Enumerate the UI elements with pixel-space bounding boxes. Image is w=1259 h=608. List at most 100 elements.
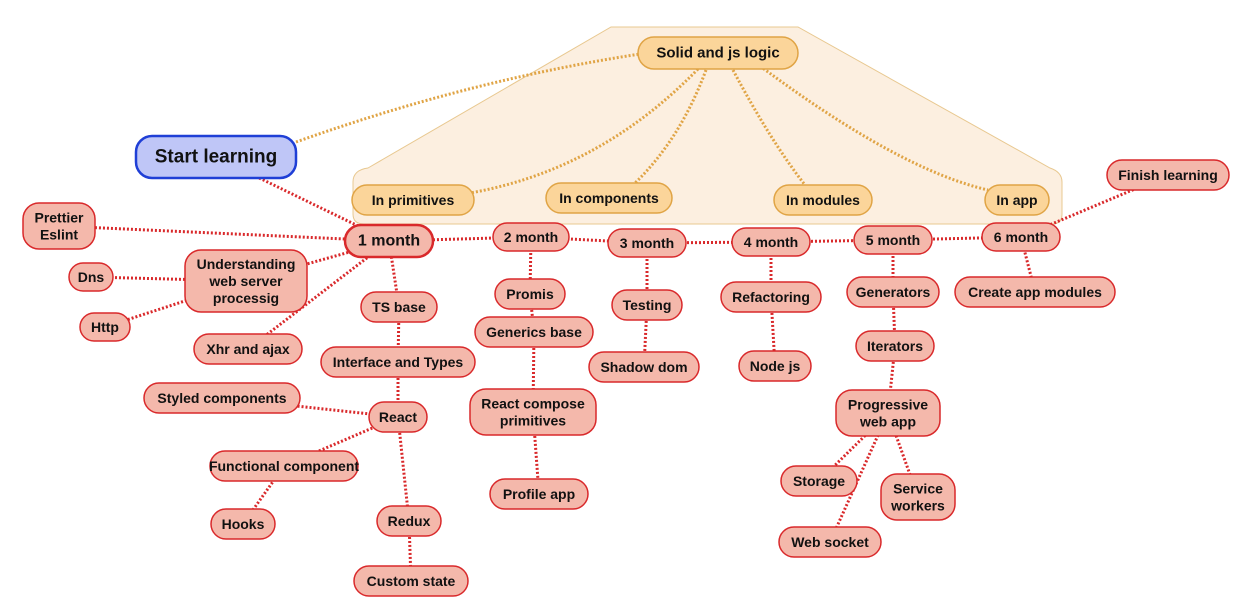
node-custom-state-shape xyxy=(353,565,469,597)
edge-m1-to-ts-base xyxy=(387,240,401,308)
node-pwa-label: web app xyxy=(859,414,916,430)
node-in-app[interactable]: In app xyxy=(984,184,1050,216)
node-storage-label: Storage xyxy=(793,473,845,489)
node-m1[interactable]: 1 month xyxy=(343,223,435,259)
edge-pwa-to-service-workers xyxy=(886,412,920,498)
node-dns[interactable]: Dns xyxy=(68,262,114,292)
node-m4[interactable]: 4 month xyxy=(731,227,811,257)
node-redux-shape xyxy=(376,505,442,537)
node-http-label: Http xyxy=(91,319,119,335)
node-react-compose-label: primitives xyxy=(500,413,566,429)
node-in-primitives[interactable]: In primitives xyxy=(351,184,475,216)
node-interface[interactable]: Interface and Types xyxy=(320,346,476,378)
node-generators-shape xyxy=(846,276,940,308)
node-in-components-shape xyxy=(545,182,673,214)
node-interface-shape xyxy=(320,346,476,378)
node-xhr-label: Xhr and ajax xyxy=(206,341,289,357)
node-in-primitives-label: In primitives xyxy=(372,192,455,208)
node-web-socket-shape xyxy=(778,526,882,558)
node-profile-app-shape xyxy=(489,478,589,510)
node-m2[interactable]: 2 month xyxy=(492,222,570,252)
node-m3[interactable]: 3 month xyxy=(607,228,687,258)
node-iterators-shape xyxy=(855,330,935,362)
node-shadow-dom[interactable]: Shadow dom xyxy=(588,351,700,383)
node-refactoring-label: Refactoring xyxy=(732,289,810,305)
node-m5[interactable]: 5 month xyxy=(853,225,933,255)
node-refactoring[interactable]: Refactoring xyxy=(720,281,822,313)
node-create-app[interactable]: Create app modules xyxy=(954,276,1116,308)
node-prettier-shape xyxy=(22,202,96,250)
node-m1-shape xyxy=(343,223,435,259)
edge-prettier-to-m1 xyxy=(58,224,390,243)
node-functional[interactable]: Functional component xyxy=(209,450,359,482)
node-service-workers-label: Service xyxy=(893,481,943,497)
node-solid-shape xyxy=(637,36,799,70)
node-create-app-shape xyxy=(954,276,1116,308)
node-http[interactable]: Http xyxy=(79,312,131,342)
node-storage[interactable]: Storage xyxy=(780,465,858,497)
node-in-modules-shape xyxy=(773,184,873,216)
node-refactoring-shape xyxy=(720,281,822,313)
node-xhr[interactable]: Xhr and ajax xyxy=(193,333,303,365)
node-in-app-label: In app xyxy=(996,192,1037,208)
node-promis-shape xyxy=(494,278,566,310)
node-profile-app[interactable]: Profile app xyxy=(489,478,589,510)
node-start-shape xyxy=(134,134,298,180)
node-m3-label: 3 month xyxy=(620,235,674,251)
node-react-label: React xyxy=(379,409,417,425)
node-generics[interactable]: Generics base xyxy=(474,316,594,348)
node-in-components[interactable]: In components xyxy=(545,182,673,214)
node-prettier-label: Prettier xyxy=(34,210,84,226)
node-m6[interactable]: 6 month xyxy=(981,222,1061,252)
edge-solid-to-in-app xyxy=(759,64,989,192)
node-promis[interactable]: Promis xyxy=(494,278,566,310)
node-in-app-shape xyxy=(984,184,1050,216)
node-dns-label: Dns xyxy=(78,269,105,285)
node-custom-state[interactable]: Custom state xyxy=(353,565,469,597)
node-redux[interactable]: Redux xyxy=(376,505,442,537)
node-finish[interactable]: Finish learning xyxy=(1106,159,1230,191)
node-styled[interactable]: Styled components xyxy=(143,382,301,414)
node-in-modules[interactable]: In modules xyxy=(773,184,873,216)
node-pwa-shape xyxy=(835,389,941,437)
node-m3-shape xyxy=(607,228,687,258)
node-in-components-label: In components xyxy=(559,190,659,206)
node-pwa-label: Progressive xyxy=(848,397,928,413)
node-m4-label: 4 month xyxy=(744,234,798,250)
node-react-compose-shape xyxy=(469,388,597,436)
node-generators-label: Generators xyxy=(856,284,931,300)
node-service-workers-shape xyxy=(880,473,956,521)
edge-start-to-solid xyxy=(295,52,641,144)
node-styled-label: Styled components xyxy=(157,390,286,406)
node-generators[interactable]: Generators xyxy=(846,276,940,308)
node-web-server-label: web server xyxy=(208,273,283,289)
node-ts-base-shape xyxy=(360,291,438,323)
node-hooks[interactable]: Hooks xyxy=(210,508,276,540)
node-finish-label: Finish learning xyxy=(1118,167,1218,183)
node-testing[interactable]: Testing xyxy=(611,289,683,321)
node-node-js[interactable]: Node js xyxy=(738,350,812,382)
node-create-app-label: Create app modules xyxy=(968,284,1102,300)
node-shadow-dom-shape xyxy=(588,351,700,383)
node-interface-label: Interface and Types xyxy=(333,354,464,370)
node-start[interactable]: Start learning xyxy=(134,134,298,180)
node-ts-base[interactable]: TS base xyxy=(360,291,438,323)
node-react[interactable]: React xyxy=(368,401,428,433)
node-m6-shape xyxy=(981,222,1061,252)
edge-solid-to-in-modules xyxy=(731,69,807,186)
node-web-server-shape xyxy=(184,249,308,313)
node-shadow-dom-label: Shadow dom xyxy=(600,359,687,375)
node-iterators[interactable]: Iterators xyxy=(855,330,935,362)
node-in-modules-label: In modules xyxy=(786,192,860,208)
node-web-socket[interactable]: Web socket xyxy=(778,526,882,558)
node-solid[interactable]: Solid and js logic xyxy=(637,36,799,70)
node-hooks-shape xyxy=(210,508,276,540)
node-in-primitives-shape xyxy=(351,184,475,216)
node-react-compose-label: React compose xyxy=(481,396,585,412)
